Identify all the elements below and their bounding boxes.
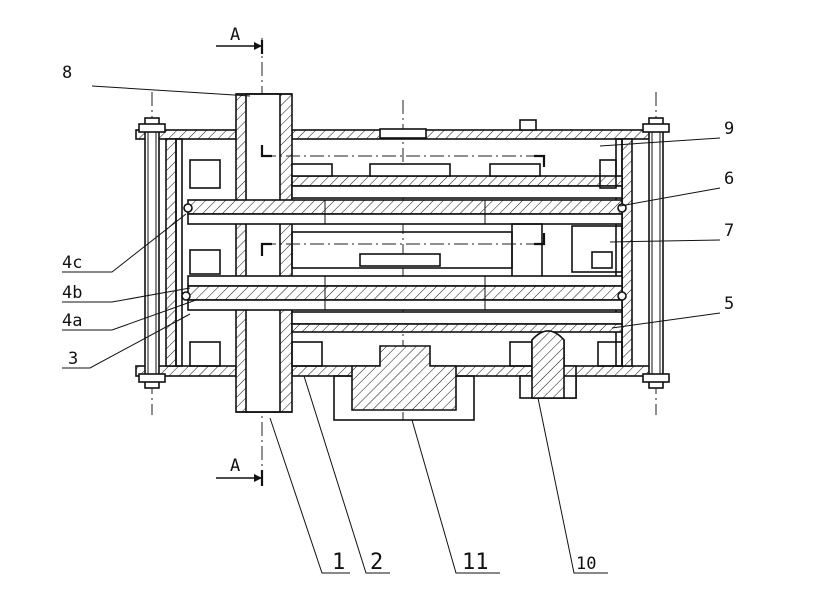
internal-section-lines — [260, 145, 546, 256]
middle-gears — [189, 223, 623, 287]
callout-5: 5 — [724, 294, 734, 314]
pin-10 — [519, 330, 577, 399]
callout-10: 10 — [576, 554, 596, 574]
shaft-4 — [181, 275, 627, 311]
base-mount-11 — [333, 345, 475, 421]
leader-lines — [62, 85, 721, 574]
tie-rod-left — [138, 117, 166, 389]
section-label-top: A — [230, 25, 240, 45]
section-marker-top: A — [216, 25, 264, 54]
callout-11: 11 — [462, 550, 489, 575]
callout-2: 2 — [370, 550, 383, 575]
section-marker-bottom: A — [216, 456, 264, 486]
callout-4c: 4c — [62, 253, 82, 273]
callout-8: 8 — [62, 63, 72, 83]
callout-6: 6 — [724, 169, 734, 189]
input-shaft — [235, 93, 293, 413]
callout-3: 3 — [68, 349, 78, 369]
callout-4a: 4a — [62, 311, 82, 331]
callout-1: 1 — [332, 550, 345, 575]
callout-7: 7 — [724, 221, 734, 241]
section-label-bottom: A — [230, 456, 240, 476]
callout-9: 9 — [724, 119, 734, 139]
gear-stack-lower — [189, 311, 623, 367]
callout-labels: 8 9 6 7 5 4c 4b 4a 3 1 2 11 10 — [62, 63, 734, 575]
callout-4b: 4b — [62, 283, 82, 303]
shaft-6 — [183, 199, 627, 225]
gear-stack-upper — [189, 159, 623, 199]
housing — [135, 119, 653, 377]
tie-rod-right — [642, 117, 670, 389]
